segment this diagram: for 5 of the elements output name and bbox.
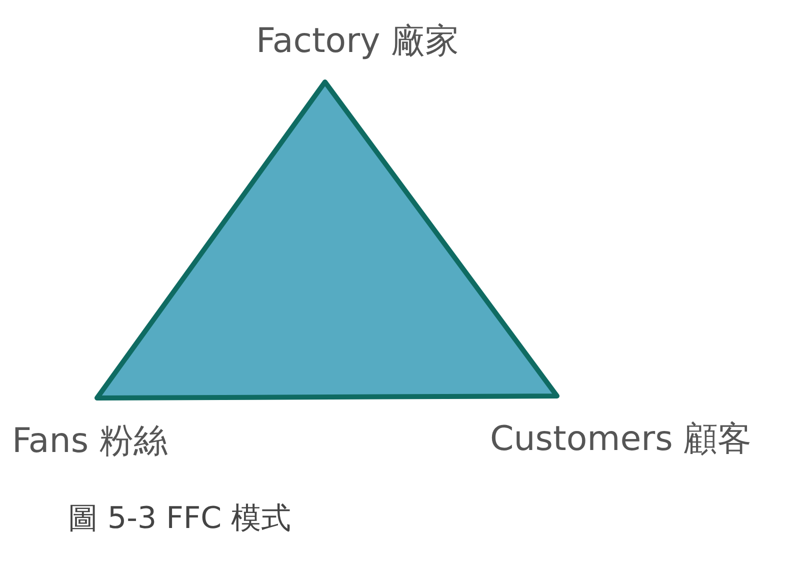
figure-caption: 圖 5-3 FFC 模式 [68, 500, 292, 538]
vertex-label: Customers 顧客 [490, 418, 752, 461]
vertex-label: Factory 廠家 [256, 20, 460, 63]
triangle-shape [94, 80, 560, 400]
vertex-label: Fans 粉絲 [12, 420, 168, 463]
